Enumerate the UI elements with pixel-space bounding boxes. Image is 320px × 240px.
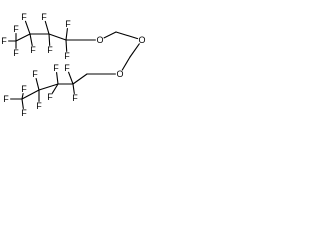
bond-c8-c9 [72, 73, 88, 85]
atom-label-f7: F [47, 45, 53, 55]
bond-c4-f9 [65, 39, 68, 52]
atom-label-f15: F [36, 101, 42, 111]
bond-layer [8, 20, 140, 109]
atom-label-o2: O [138, 35, 145, 45]
bond-c4-f8 [65, 28, 68, 41]
bond-c2-f4 [24, 20, 31, 35]
atom-label-f13: F [47, 92, 53, 102]
atom-label-f18: F [21, 108, 27, 118]
bond-c10-f12 [56, 72, 59, 85]
atom-label-f6: F [41, 12, 47, 22]
bond-o1-c6 [103, 31, 117, 39]
bond-c10-f13 [51, 83, 59, 94]
atom-label-f12: F [53, 63, 59, 73]
atom-label-f4: F [21, 12, 27, 22]
bond-o2-c7 [129, 43, 140, 58]
bond-c10-c11 [38, 83, 59, 91]
bond-c9-f11 [72, 83, 75, 94]
bond-c3-c4 [48, 33, 67, 41]
atom-label-f10: F [64, 63, 70, 73]
atom-label-f2: F [13, 24, 19, 34]
atom-label-f16: F [3, 94, 9, 104]
bond-c3-f6 [44, 20, 50, 35]
atom-label-f9: F [64, 51, 70, 61]
atom-label-f14: F [32, 69, 38, 79]
atom-label-f11: F [72, 93, 78, 103]
atom-label-f5: F [30, 45, 36, 55]
bond-c3-f7 [48, 33, 51, 46]
bond-c6-o2 [115, 31, 139, 40]
atom-label-f17: F [21, 84, 27, 94]
bond-c12-f17 [21, 92, 24, 100]
bond-c11-f14 [35, 77, 40, 91]
bond-c12-f18 [21, 98, 24, 109]
bond-c7-o3 [121, 56, 131, 71]
atom-label-f3: F [13, 48, 19, 58]
bond-c2-f5 [29, 33, 33, 47]
atom-label-o1: O [96, 35, 103, 45]
atom-label-o3: O [116, 69, 123, 79]
atom-label-f1: F [1, 36, 7, 46]
atom-label-f8: F [65, 19, 71, 29]
bond-c9-f10 [68, 71, 74, 85]
bond-c11-c12 [21, 89, 40, 100]
bond-c1-c2 [15, 33, 31, 42]
